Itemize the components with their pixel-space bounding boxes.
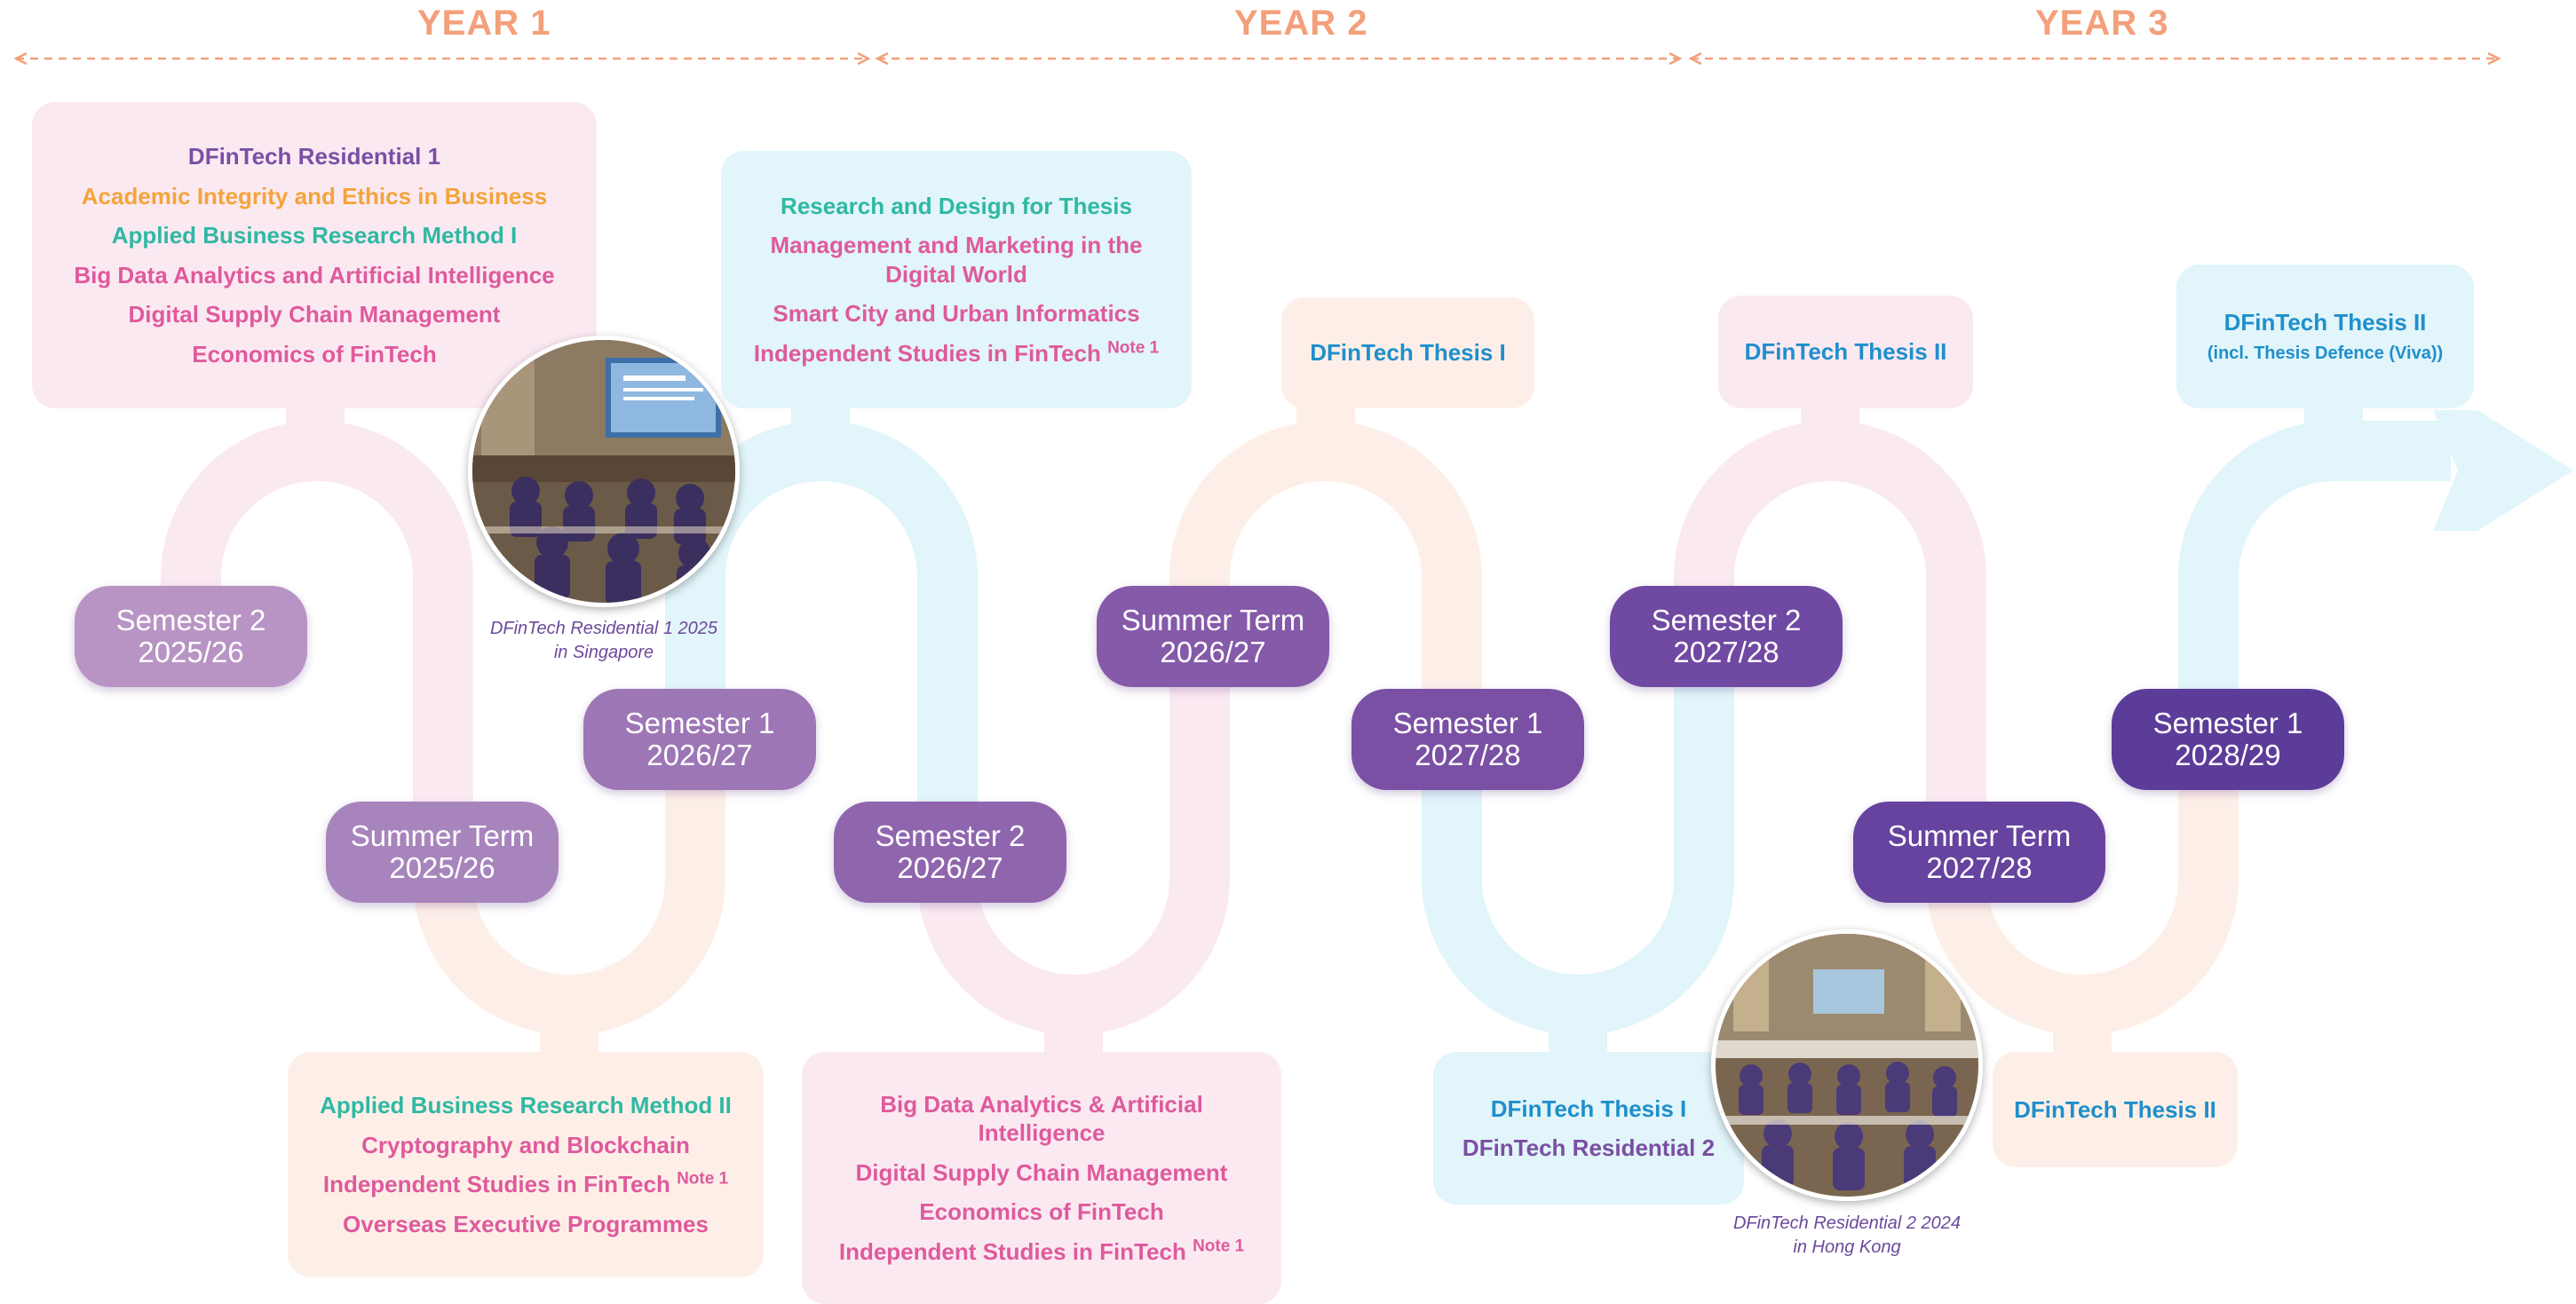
course-box-sem2-2027: DFinTech Thesis II (1718, 296, 1973, 408)
road-segment-4 (917, 639, 1230, 1035)
course-item: Independent Studies in FinTech Note 1 (753, 338, 1160, 367)
term-name: Summer Term (1887, 818, 2072, 852)
course-item-note: (incl. Thesis Defence (Viva)) (2207, 343, 2444, 363)
term-name: Summer Term (350, 818, 535, 852)
residential-2-caption: DFinTech Residential 2 2024 in Hong Kong (1732, 1213, 1962, 1257)
course-item: Overseas Executive Programmes (343, 1210, 709, 1237)
term-pill-sem2-2027: Semester 2 2027/28 (1610, 586, 1843, 687)
term-year: 2026/27 (897, 851, 1003, 884)
road-segment-8 (1926, 737, 2239, 1035)
course-item: Independent Studies in FinTech Note 1 (322, 1169, 729, 1197)
course-item: Digital Supply Chain Management (855, 1158, 1228, 1186)
course-box-summer-2027: DFinTech Thesis II (1993, 1052, 2238, 1167)
connector-7 (1801, 404, 1859, 441)
course-item: Cryptography and Blockchain (361, 1131, 690, 1158)
course-item: Big Data Analytics & Artificial Intellig… (880, 1090, 1203, 1147)
connector-3 (791, 404, 850, 441)
connector-2 (540, 1005, 598, 1056)
connector-4 (1044, 1005, 1103, 1056)
year-2-label: YEAR 2 (1234, 4, 1368, 43)
course-item: DFinTech Thesis II (1744, 338, 1947, 366)
course-box-sem1-2026: Research and Design for Thesis Managemen… (721, 151, 1192, 408)
term-name: Semester 1 (624, 706, 775, 739)
road-segment-1 (161, 421, 473, 843)
term-year: 2027/28 (1926, 851, 2033, 884)
term-pill-summer-2027: Summer Term 2027/28 (1853, 802, 2105, 903)
road-segment-5 (1169, 421, 1482, 737)
term-pill-sem1-2028: Semester 1 2028/29 (2112, 689, 2344, 790)
course-item: DFinTech Thesis II (2014, 1095, 2216, 1123)
term-pill-sem2-2025: Semester 2 2025/26 (75, 586, 307, 687)
term-year: 2027/28 (1415, 739, 1521, 771)
connector-5 (1296, 404, 1355, 441)
year-3-label: YEAR 3 (2035, 4, 2169, 43)
course-box-sem1-2027: DFinTech Thesis I DFinTech Residential 2 (1433, 1052, 1744, 1205)
course-box-summer-2025: Applied Business Research Method II Cryp… (288, 1052, 764, 1277)
term-year: 2026/27 (1160, 636, 1266, 668)
course-item: Smart City and Urban Informatics (773, 300, 1140, 328)
course-box-summer-2026: DFinTech Thesis I (1281, 297, 1534, 408)
term-year: 2025/26 (389, 851, 495, 884)
course-item: Academic Integrity and Ethics in Busines… (81, 182, 548, 209)
course-item: Applied Business Research Method II (320, 1092, 732, 1118)
term-name: Summer Term (1121, 603, 1305, 636)
term-name: Semester 2 (115, 603, 266, 636)
course-item: DFinTech Thesis I (1490, 1095, 1687, 1122)
course-item: DFinTech Residential 2 (1462, 1134, 1716, 1161)
course-item: Applied Business Research Method I (111, 222, 518, 249)
term-pill-summer-2026: Summer Term 2026/27 (1097, 586, 1329, 687)
residential-1-caption: DFinTech Residential 1 2025 in Singapore (489, 619, 718, 662)
road-segment-2 (413, 763, 725, 1035)
course-item: Economics of FinTech (919, 1198, 1164, 1226)
course-item: Big Data Analytics and Artificial Intell… (74, 261, 555, 288)
term-name: Semester 1 (1392, 706, 1543, 739)
course-item: DFinTech Thesis II (incl. Thesis Defence… (2207, 309, 2444, 363)
course-item: DFinTech Residential 1 (187, 143, 441, 170)
connector-1 (286, 404, 345, 441)
term-year: 2026/27 (646, 739, 753, 771)
course-item: Research and Design for Thesis (781, 192, 1132, 219)
residential-1-photo (468, 336, 740, 607)
course-box-sem2-2025: DFinTech Residential 1 Academic Integrit… (32, 102, 597, 408)
course-item: Independent Studies in FinTech Note 1 (838, 1237, 1245, 1265)
residential-2-photo (1711, 929, 1983, 1201)
connector-8 (2053, 1005, 2112, 1056)
term-pill-summer-2025: Summer Term 2025/26 (326, 802, 559, 903)
term-year: 2027/28 (1673, 636, 1779, 668)
connector-9 (2304, 404, 2363, 441)
road-segment-7 (1674, 421, 1986, 843)
road-segment-9 (2178, 421, 2451, 737)
road-end-arrowhead (2433, 410, 2573, 531)
term-pill-sem1-2027: Semester 1 2027/28 (1351, 689, 1584, 790)
term-name: Semester 2 (875, 818, 1026, 852)
course-item: Economics of FinTech (192, 340, 437, 367)
course-box-sem1-2028: DFinTech Thesis II (incl. Thesis Defence… (2176, 265, 2474, 408)
course-item: Digital Supply Chain Management (128, 301, 501, 328)
term-pill-sem1-2026: Semester 1 2026/27 (583, 689, 816, 790)
course-item: Management and Marketing in the Digital … (770, 232, 1143, 288)
note-marker: Note 1 (1107, 338, 1160, 358)
course-box-sem2-2026: Big Data Analytics & Artificial Intellig… (802, 1052, 1281, 1304)
road-segment-6 (1422, 639, 1734, 1035)
note-marker: Note 1 (1193, 1237, 1245, 1256)
year-1-label: YEAR 1 (417, 4, 551, 43)
term-pill-sem2-2026: Semester 2 2026/27 (834, 802, 1066, 903)
term-name: Semester 2 (1651, 603, 1802, 636)
term-name: Semester 1 (2152, 706, 2303, 739)
connector-6 (1549, 1005, 1607, 1056)
term-year: 2025/26 (138, 636, 244, 668)
term-year: 2028/29 (2175, 739, 2281, 771)
course-item: DFinTech Thesis I (1310, 339, 1506, 367)
note-marker: Note 1 (677, 1169, 729, 1189)
